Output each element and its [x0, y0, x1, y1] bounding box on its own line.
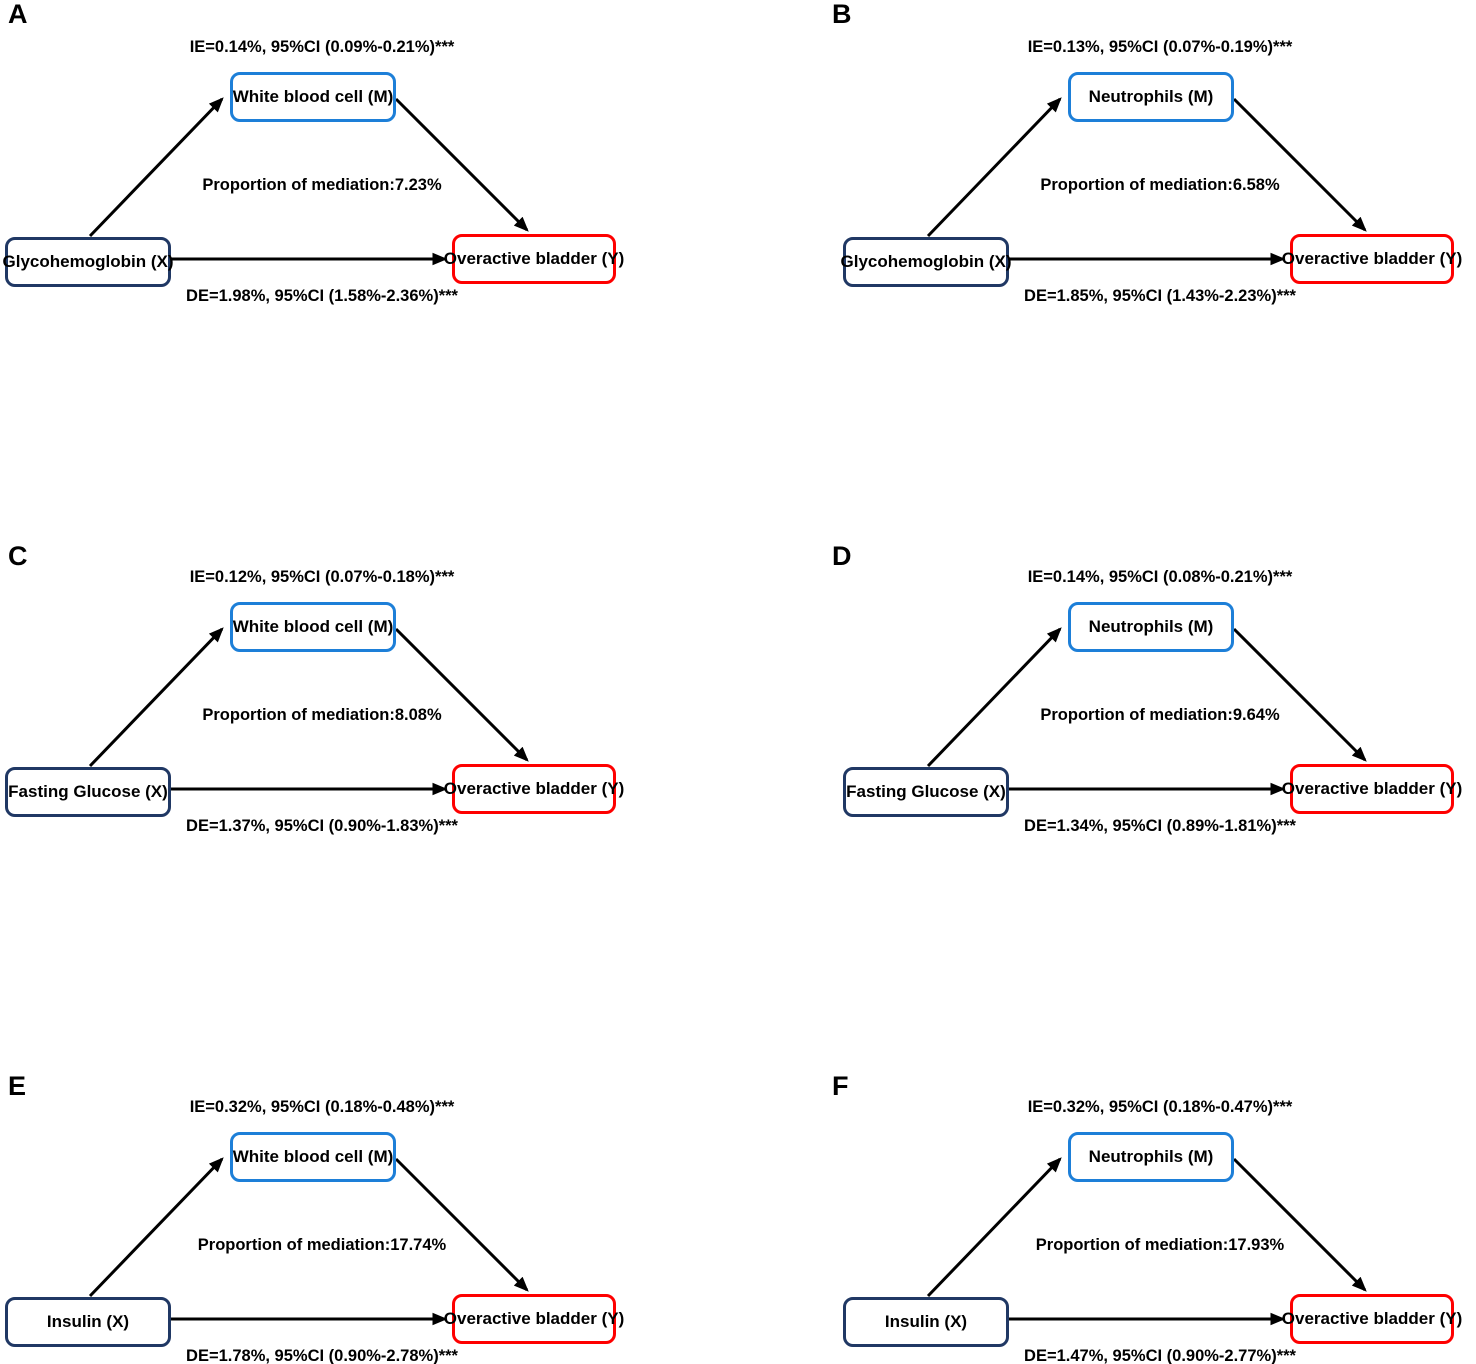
- direct-effect-label: DE=1.98%, 95%CI (1.58%-2.36%)***: [186, 287, 458, 305]
- direct-effect-label: DE=1.37%, 95%CI (0.90%-1.83%)***: [186, 817, 458, 835]
- arrow-x-to-m: [88, 627, 224, 768]
- panel-B: B IE=0.13%, 95%CI (0.07%-0.19%)*** Neutr…: [832, 0, 1476, 330]
- mediation-proportion-label: Proportion of mediation:6.58%: [1040, 176, 1280, 194]
- arrow-x-to-m: [926, 627, 1062, 768]
- arrow-x-to-m: [88, 1157, 224, 1298]
- arrow-m-to-y: [394, 97, 529, 232]
- panel-C: C IE=0.12%, 95%CI (0.07%-0.18%)*** White…: [0, 530, 646, 860]
- panel-F: F IE=0.32%, 95%CI (0.18%-0.47%)*** Neutr…: [832, 1060, 1476, 1364]
- mediation-proportion-label: Proportion of mediation:17.93%: [1035, 1236, 1285, 1254]
- direct-effect-label: DE=1.78%, 95%CI (0.90%-2.78%)***: [186, 1347, 458, 1364]
- panel-label: C: [8, 541, 28, 571]
- direct-effect-label: DE=1.47%, 95%CI (0.90%-2.77%)***: [1024, 1347, 1296, 1364]
- panel-E: E IE=0.32%, 95%CI (0.18%-0.48%)*** White…: [0, 1060, 646, 1364]
- path-arrows: [88, 1157, 529, 1326]
- direct-effect-label: DE=1.34%, 95%CI (0.89%-1.81%)***: [1024, 817, 1296, 835]
- outcome-box: Overactive bladder (Y): [444, 764, 624, 814]
- exposure-box: Glycohemoglobin (X): [841, 237, 1011, 287]
- indirect-effect-label: IE=0.14%, 95%CI (0.08%-0.21%)***: [1027, 568, 1293, 586]
- panel-A: A IE=0.14%, 95%CI (0.09%-0.21%)*** White…: [0, 0, 646, 330]
- indirect-effect-label: IE=0.12%, 95%CI (0.07%-0.18%)***: [189, 568, 455, 586]
- arrow-x-to-m: [926, 1157, 1062, 1298]
- panel-label: F: [832, 1071, 849, 1101]
- path-arrows: [88, 97, 529, 266]
- indirect-effect-label: IE=0.13%, 95%CI (0.07%-0.19%)***: [1027, 38, 1293, 56]
- mediation-proportion-label: Proportion of mediation:7.23%: [202, 176, 442, 194]
- mediation-proportion-label: Proportion of mediation:17.74%: [197, 1236, 447, 1254]
- indirect-effect-label: IE=0.32%, 95%CI (0.18%-0.47%)***: [1027, 1098, 1293, 1116]
- exposure-box: Fasting Glucose (X): [843, 767, 1009, 817]
- mediator-box: White blood cell (M): [230, 72, 396, 122]
- arrow-m-to-y: [394, 627, 529, 762]
- panel-D: D IE=0.14%, 95%CI (0.08%-0.21%)*** Neutr…: [832, 530, 1476, 860]
- mediator-box: White blood cell (M): [230, 1132, 396, 1182]
- panel-label: A: [8, 0, 28, 29]
- path-arrows: [926, 97, 1367, 266]
- arrow-x-to-m: [88, 97, 224, 238]
- exposure-box: Fasting Glucose (X): [5, 767, 171, 817]
- exposure-box: Insulin (X): [843, 1297, 1009, 1347]
- panel-label: B: [832, 0, 852, 29]
- path-arrows: [926, 627, 1367, 796]
- arrow-m-to-y: [394, 1157, 529, 1292]
- arrow-m-to-y: [1232, 1157, 1367, 1292]
- panel-label: D: [832, 541, 852, 571]
- exposure-box: Insulin (X): [5, 1297, 171, 1347]
- indirect-effect-label: IE=0.14%, 95%CI (0.09%-0.21%)***: [189, 38, 455, 56]
- path-arrows: [926, 1157, 1367, 1326]
- mediator-box: Neutrophils (M): [1068, 1132, 1234, 1182]
- panel-label: E: [8, 1071, 27, 1101]
- mediation-proportion-label: Proportion of mediation:8.08%: [202, 706, 442, 724]
- outcome-box: Overactive bladder (Y): [1282, 1294, 1462, 1344]
- direct-effect-label: DE=1.85%, 95%CI (1.43%-2.23%)***: [1024, 287, 1296, 305]
- arrow-m-to-y: [1232, 97, 1367, 232]
- mediator-box: Neutrophils (M): [1068, 72, 1234, 122]
- arrow-m-to-y: [1232, 627, 1367, 762]
- outcome-box: Overactive bladder (Y): [444, 234, 624, 284]
- mediation-proportion-label: Proportion of mediation:9.64%: [1040, 706, 1280, 724]
- arrow-x-to-m: [926, 97, 1062, 238]
- path-arrows: [88, 627, 529, 796]
- mediator-box: Neutrophils (M): [1068, 602, 1234, 652]
- outcome-box: Overactive bladder (Y): [1282, 234, 1462, 284]
- indirect-effect-label: IE=0.32%, 95%CI (0.18%-0.48%)***: [189, 1098, 455, 1116]
- outcome-box: Overactive bladder (Y): [1282, 764, 1462, 814]
- mediator-box: White blood cell (M): [230, 602, 396, 652]
- exposure-box: Glycohemoglobin (X): [3, 237, 173, 287]
- outcome-box: Overactive bladder (Y): [444, 1294, 624, 1344]
